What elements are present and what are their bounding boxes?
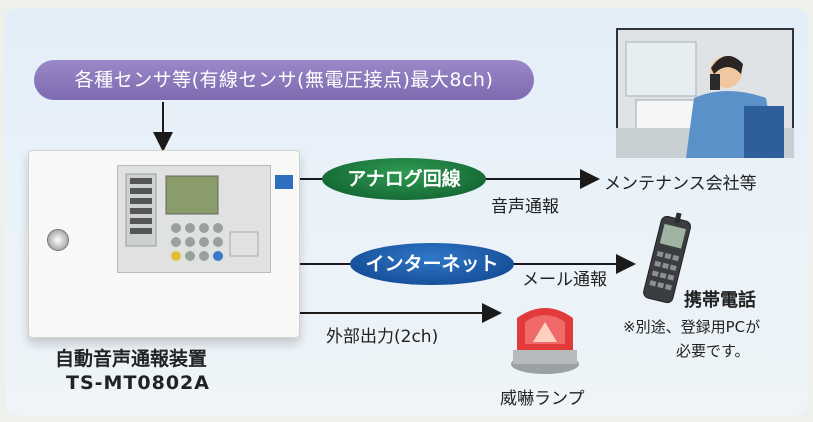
sensor-pill: 各種センサ等(有線センサ(無電圧接点)最大8ch) xyxy=(34,60,534,100)
warning-lamp-illustration xyxy=(511,308,579,374)
maintenance-operator-illustration xyxy=(616,28,794,158)
key-lock-icon xyxy=(47,229,69,251)
notification-device-illustration xyxy=(28,150,300,338)
maintenance-company-label: メンテナンス会社等 xyxy=(604,174,757,194)
external-output-label: 外部出力(2ch) xyxy=(326,327,439,347)
mobile-phone-illustration xyxy=(643,212,692,304)
internet-badge: インターネット xyxy=(350,243,514,285)
analog-line-badge: アナログ回線 xyxy=(322,158,486,200)
device-model: TS-MT0802A xyxy=(66,372,210,394)
mobile-phone-label: 携帯電話 xyxy=(684,290,756,311)
note-line-1: ※別途、登録用PCが xyxy=(623,318,761,336)
voice-report-label: 音声通報 xyxy=(491,197,559,217)
note-line-2: 必要です。 xyxy=(676,342,750,360)
brand-badge xyxy=(275,175,293,189)
device-name: 自動音声通報装置 xyxy=(55,348,208,370)
warning-lamp-label: 威嚇ランプ xyxy=(500,389,585,409)
mail-report-label: メール通報 xyxy=(522,270,607,290)
device-control-panel xyxy=(117,165,271,273)
